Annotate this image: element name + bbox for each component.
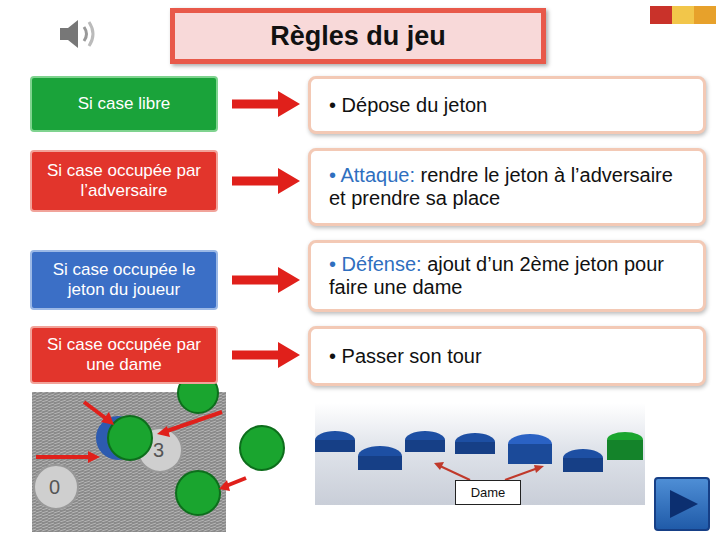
condition-box: Si case occupée par une dame: [30, 326, 218, 384]
action-box: • Défense: ajout d’un 2ème jeton pour fa…: [308, 240, 706, 312]
condition-box: Si case occupée le jeton du joueur: [30, 250, 218, 310]
arrow-connector: [232, 342, 300, 368]
arrow-shaft: [232, 351, 278, 360]
arrow-shaft: [232, 177, 278, 186]
caps-photo: [315, 403, 645, 505]
action-box: • Dépose du jeton: [308, 76, 706, 134]
node-text: • Défense:: [329, 253, 422, 275]
node-text: Si case occupée par l’adversaire: [40, 161, 208, 201]
arrow-head: [278, 168, 300, 194]
node-text: Dame: [471, 485, 506, 500]
callout-box: Dame: [455, 480, 521, 505]
condition-box: Si case libre: [30, 76, 218, 132]
node-text: Si case libre: [78, 94, 171, 114]
board-photo: [32, 373, 284, 532]
arrow-connector: [232, 267, 300, 293]
action-box: • Passer son tour: [308, 326, 706, 386]
arrow-shaft: [232, 100, 278, 109]
arrow-connector: [232, 91, 300, 117]
node-text: • Attaque:: [329, 164, 415, 186]
condition-box: Si case occupée par l’adversaire: [30, 150, 218, 212]
node-text: Si case occupée le jeton du joueur: [40, 260, 208, 300]
play-button: [655, 478, 709, 530]
arrow-connector: [232, 168, 300, 194]
callout-number: 3: [153, 439, 164, 462]
arrow-shaft: [232, 276, 278, 285]
node-text: • Dépose du jeton: [329, 94, 691, 117]
speaker-icon: [60, 20, 93, 48]
node-text: Si case occupée par une dame: [40, 335, 208, 375]
logo: [650, 6, 716, 24]
text-line: • Défense: ajout d’un 2ème jeton pour fa…: [329, 253, 691, 299]
arrow-head: [278, 91, 300, 117]
text-line: • Attaque: rendre le jeton à l’adversair…: [329, 164, 691, 210]
title-box: Règles du jeu: [170, 8, 546, 64]
action-box: • Attaque: rendre le jeton à l’adversair…: [308, 148, 706, 226]
title-text: Règles du jeu: [270, 21, 446, 52]
callout-number: 0: [49, 476, 60, 499]
node-text: • Passer son tour: [329, 345, 691, 368]
arrow-head: [278, 342, 300, 368]
arrow-head: [278, 267, 300, 293]
